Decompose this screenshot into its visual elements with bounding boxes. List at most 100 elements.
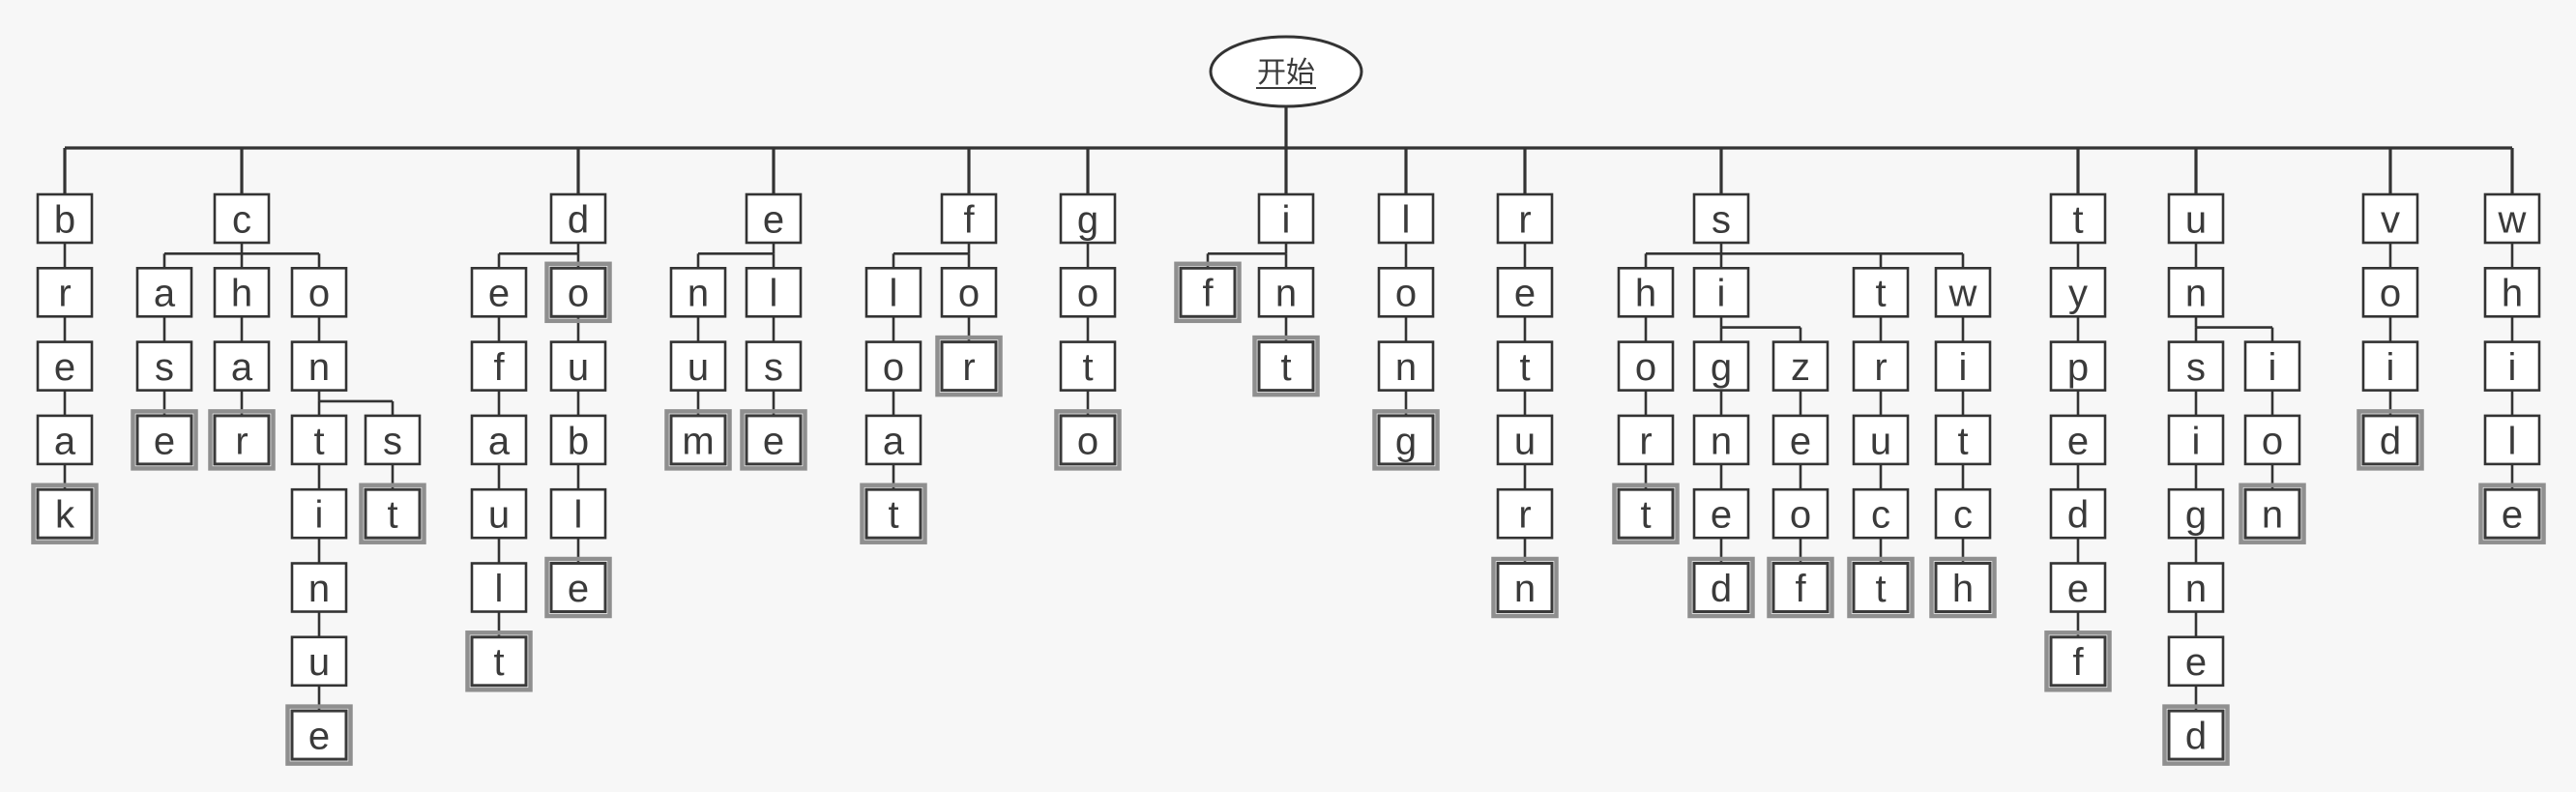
trie-node [1496, 192, 1554, 245]
trie-node [669, 340, 727, 392]
node-letter: n [1514, 568, 1536, 610]
trie-node [290, 266, 348, 318]
trie-node [2243, 340, 2301, 392]
terminal-node-outline [1372, 409, 1440, 471]
terminal-node-outline [1491, 556, 1559, 619]
trie-node [290, 487, 348, 540]
node-letter: a [488, 420, 511, 462]
terminal-node-outline [2356, 409, 2424, 471]
node-letter: n [2262, 494, 2283, 537]
node-letter: n [2185, 273, 2207, 315]
trie-node [2167, 487, 2225, 540]
trie-node [1377, 340, 1435, 392]
trie-node [1934, 414, 1992, 466]
node-letter: e [1790, 420, 1811, 462]
trie-node [1059, 340, 1117, 392]
node-letter: e [2185, 641, 2207, 684]
node-letter: t [1082, 346, 1093, 389]
trie-node [549, 487, 607, 540]
node-letter: g [2185, 494, 2207, 537]
trie-node [1257, 266, 1315, 318]
trie-node [940, 192, 998, 245]
trie-node [1059, 266, 1117, 318]
node-letter: o [2380, 273, 2401, 315]
node-letter: h [1635, 273, 1656, 315]
node-letter: i [315, 494, 324, 537]
trie-node [1771, 487, 1830, 540]
node-letter: b [568, 420, 589, 462]
node-letter: a [54, 420, 76, 462]
trie-node [1852, 487, 1910, 540]
node-letter: o [1077, 273, 1098, 315]
node-letter: f [2072, 641, 2084, 684]
terminal-node-outline [285, 704, 353, 766]
node-letter: b [54, 198, 75, 241]
nodes-layer: 开始breakcaseharontinuestdefaultoubleenuml… [31, 35, 2546, 766]
trie-node [1934, 266, 1992, 318]
trie-node [213, 340, 271, 392]
trie-node [2361, 192, 2419, 245]
trie-node [2483, 340, 2541, 392]
trie-node [864, 340, 922, 392]
node-letter: s [383, 420, 402, 462]
trie-node [36, 340, 94, 392]
trie-node [1934, 340, 1992, 392]
node-letter: o [568, 273, 589, 315]
trie-node-terminal [1692, 562, 1750, 613]
node-letter: l [495, 568, 504, 610]
trie-node [2483, 266, 2541, 318]
trie-node [470, 562, 528, 613]
node-letter: n [1275, 273, 1297, 315]
node-letter: l [1402, 198, 1411, 241]
terminal-node-outline [2162, 704, 2230, 766]
node-letter: l [574, 494, 583, 537]
trie-node-terminal [2483, 487, 2541, 540]
trie-node [2167, 414, 2225, 466]
node-letter: g [1711, 346, 1732, 389]
trie-node [2167, 340, 2225, 392]
trie-node-terminal [549, 266, 607, 318]
trie-node [1692, 487, 1750, 540]
trie-node [2049, 414, 2107, 466]
trie-node [1852, 414, 1910, 466]
trie-node [1771, 414, 1830, 466]
node-letter: r [1874, 346, 1887, 389]
trie-node [745, 340, 803, 392]
node-letter: t [1875, 568, 1886, 610]
trie-node-terminal [864, 487, 922, 540]
node-letter: t [1519, 346, 1530, 389]
node-letter: t [888, 494, 898, 537]
node-letter: u [488, 494, 510, 537]
trie-node [2049, 266, 2107, 318]
node-letter: a [154, 273, 176, 315]
node-letter: h [2502, 273, 2523, 315]
node-letter: t [1957, 420, 1968, 462]
node-letter: w [2498, 198, 2527, 241]
trie-node [2167, 192, 2225, 245]
trie-node-terminal [2049, 635, 2107, 688]
node-letter: e [1711, 494, 1732, 537]
terminal-node-outline [935, 335, 1003, 397]
node-letter: v [2381, 198, 2400, 241]
node-letter: r [962, 346, 975, 389]
trie-node [290, 635, 348, 688]
node-letter: n [308, 346, 330, 389]
node-letter: t [1640, 494, 1651, 537]
node-letter: s [1712, 198, 1731, 241]
trie-node [1692, 192, 1750, 245]
trie-node [549, 340, 607, 392]
node-letter: f [493, 346, 505, 389]
trie-node [135, 340, 193, 392]
trie-node [2483, 414, 2541, 466]
trie-node-terminal [745, 414, 803, 466]
node-letter: u [1514, 420, 1536, 462]
terminal-node-outline [740, 409, 807, 471]
node-letter: e [308, 716, 330, 758]
node-letter: e [1514, 273, 1536, 315]
terminal-node-outline [1252, 335, 1320, 397]
terminal-node-outline [544, 261, 612, 324]
trie-node [745, 192, 803, 245]
trie-node-terminal [1377, 414, 1435, 466]
terminal-node-outline [860, 483, 927, 544]
edges-layer [63, 106, 2514, 712]
